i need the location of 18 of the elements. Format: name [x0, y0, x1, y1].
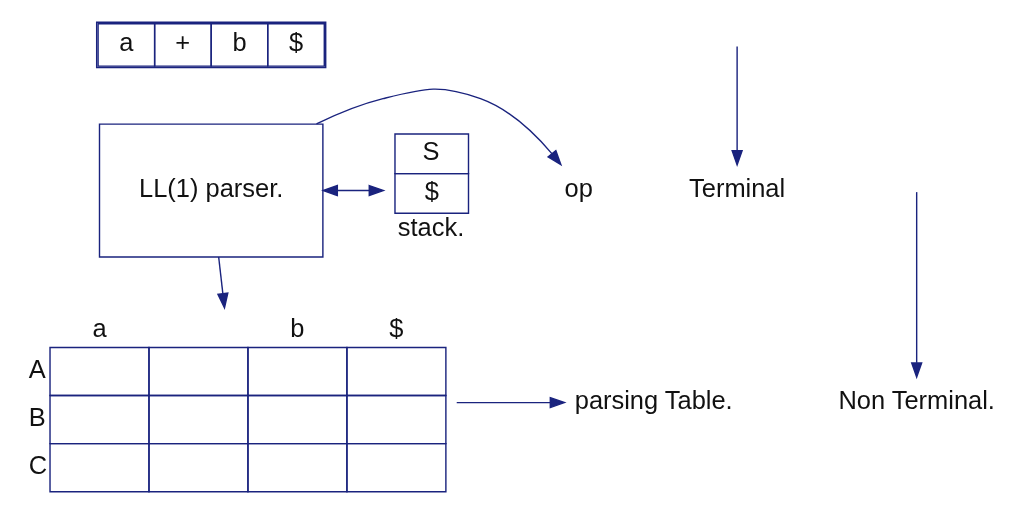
- arrow: [456, 396, 567, 409]
- node-text: Terminal: [689, 173, 786, 202]
- node-text: parsing Table.: [574, 385, 733, 414]
- node-label: stack.: [397, 213, 465, 242]
- node-label: $: [389, 313, 404, 342]
- node-label: a: [92, 313, 107, 342]
- node-label: B: [28, 402, 46, 431]
- node-label: b: [290, 313, 305, 342]
- arrow: [910, 191, 923, 380]
- arrow: [315, 88, 563, 167]
- arrow: [321, 184, 386, 197]
- arrow: [216, 256, 229, 310]
- node-box: LL(1) parser.: [98, 123, 324, 258]
- node-label: C: [28, 450, 48, 479]
- node-text: op: [564, 173, 593, 202]
- arrow: [731, 45, 744, 168]
- node-label: A: [28, 354, 46, 383]
- node-text: Non Terminal.: [838, 385, 995, 414]
